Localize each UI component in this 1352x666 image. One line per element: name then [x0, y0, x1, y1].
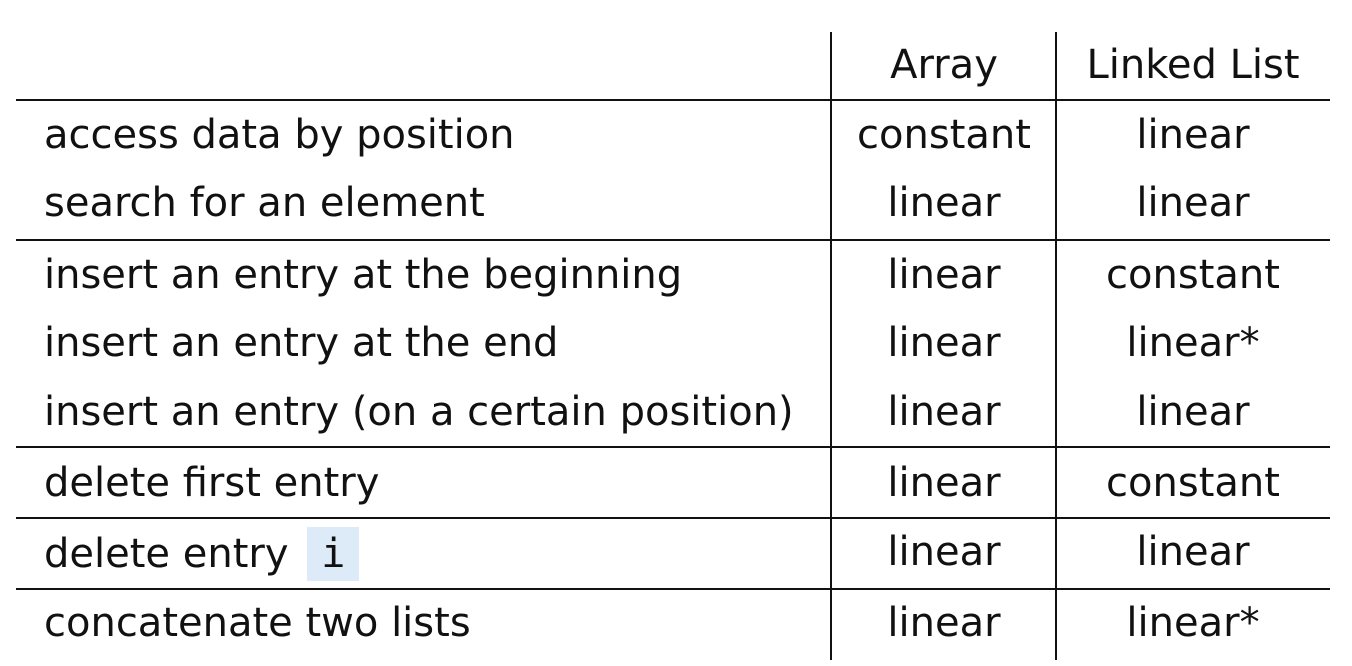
- row-array-value: linear: [887, 460, 1001, 506]
- row-operation: insert an entry at the beginning: [44, 252, 683, 298]
- row-operation: access data by position: [44, 112, 515, 158]
- row-array-value: linear: [887, 252, 1001, 298]
- row-linked-value: linear: [1136, 529, 1250, 575]
- row-linked-value: linear*: [1126, 320, 1260, 366]
- row-operation: insert an entry (on a certain position): [44, 389, 794, 435]
- row-operation: search for an element: [44, 180, 485, 226]
- row-linked-value: linear: [1136, 389, 1250, 435]
- row-array-value: linear: [887, 529, 1001, 575]
- row-operation: insert an entry at the end: [44, 320, 559, 366]
- code-variable: i: [307, 527, 360, 581]
- row-linked-value: linear: [1136, 112, 1250, 158]
- row-operation-with-code: delete entry i: [44, 527, 360, 581]
- row-linked-value: constant: [1106, 460, 1280, 506]
- row-array-value: linear: [887, 320, 1001, 366]
- group-rule-4: [16, 588, 1330, 590]
- header-array: Array: [890, 42, 998, 88]
- row-array-value: linear: [887, 389, 1001, 435]
- row-operation: delete first entry: [44, 460, 380, 506]
- row-array-value: constant: [857, 112, 1031, 158]
- group-rule-2: [16, 446, 1330, 448]
- group-rule-1: [16, 239, 1330, 241]
- group-rule-3: [16, 517, 1330, 519]
- row-operation: delete entry: [44, 531, 289, 577]
- row-operation: concatenate two lists: [44, 600, 471, 646]
- row-array-value: linear: [887, 600, 1001, 646]
- header-rule: [16, 99, 1330, 101]
- row-linked-value: linear*: [1126, 600, 1260, 646]
- column-divider-right: [1055, 32, 1057, 660]
- row-array-value: linear: [887, 180, 1001, 226]
- row-linked-value: linear: [1136, 180, 1250, 226]
- column-divider-left: [830, 32, 832, 660]
- header-linked-list: Linked List: [1086, 42, 1300, 88]
- row-linked-value: constant: [1106, 252, 1280, 298]
